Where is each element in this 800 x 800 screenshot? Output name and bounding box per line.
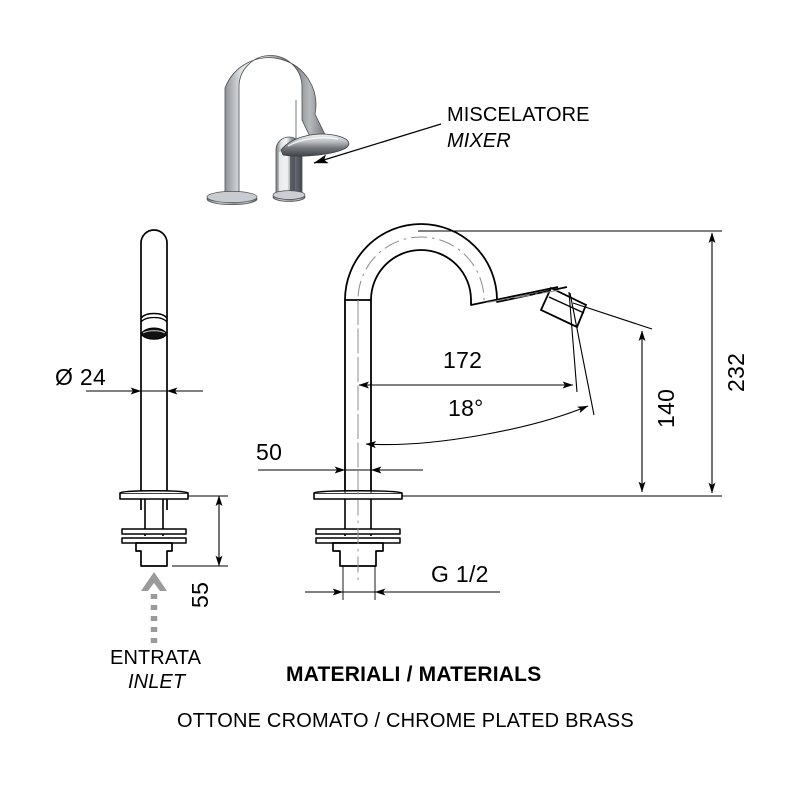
total-height-232-label: 232 xyxy=(723,352,749,392)
mixer-leader-line xyxy=(313,123,442,164)
arc-centerline xyxy=(357,236,561,496)
diameter-label: Ø 24 xyxy=(55,364,107,390)
materials-heading: MATERIALI / MATERIALS xyxy=(286,663,542,686)
angle-18-dimension xyxy=(365,292,595,449)
reach-172-dimension xyxy=(358,291,578,393)
angle-18-label: 18° xyxy=(448,395,484,421)
spout-outlet xyxy=(539,286,588,329)
thread-g12-label: G 1/2 xyxy=(431,561,489,587)
mixer-label-en: MIXER xyxy=(447,130,511,152)
front-view-geometry xyxy=(140,229,168,510)
base-offset-50-dimension xyxy=(258,455,423,493)
front-view-mounting xyxy=(119,490,189,567)
spout-height-140-label: 140 xyxy=(653,388,679,428)
inlet-label-it: ENTRATA xyxy=(110,647,202,669)
inlet-label-en: INLET xyxy=(128,671,186,693)
side-view-mounting xyxy=(313,490,403,567)
reach-172-label: 172 xyxy=(443,347,483,373)
inlet-arrow-icon xyxy=(141,572,167,643)
height-55-label: 55 xyxy=(187,581,213,608)
thread-g12-dimension xyxy=(305,566,500,600)
mixer-label-it: MISCELATORE xyxy=(447,104,590,126)
materials-body: OTTONE CROMATO / CHROME PLATED BRASS xyxy=(177,710,634,732)
product-photo xyxy=(206,55,350,205)
height-55-dimension xyxy=(172,495,228,567)
spout-height-140-dimension xyxy=(402,302,653,497)
total-height-232-dimension xyxy=(418,230,722,497)
base-offset-50-label: 50 xyxy=(256,439,283,465)
